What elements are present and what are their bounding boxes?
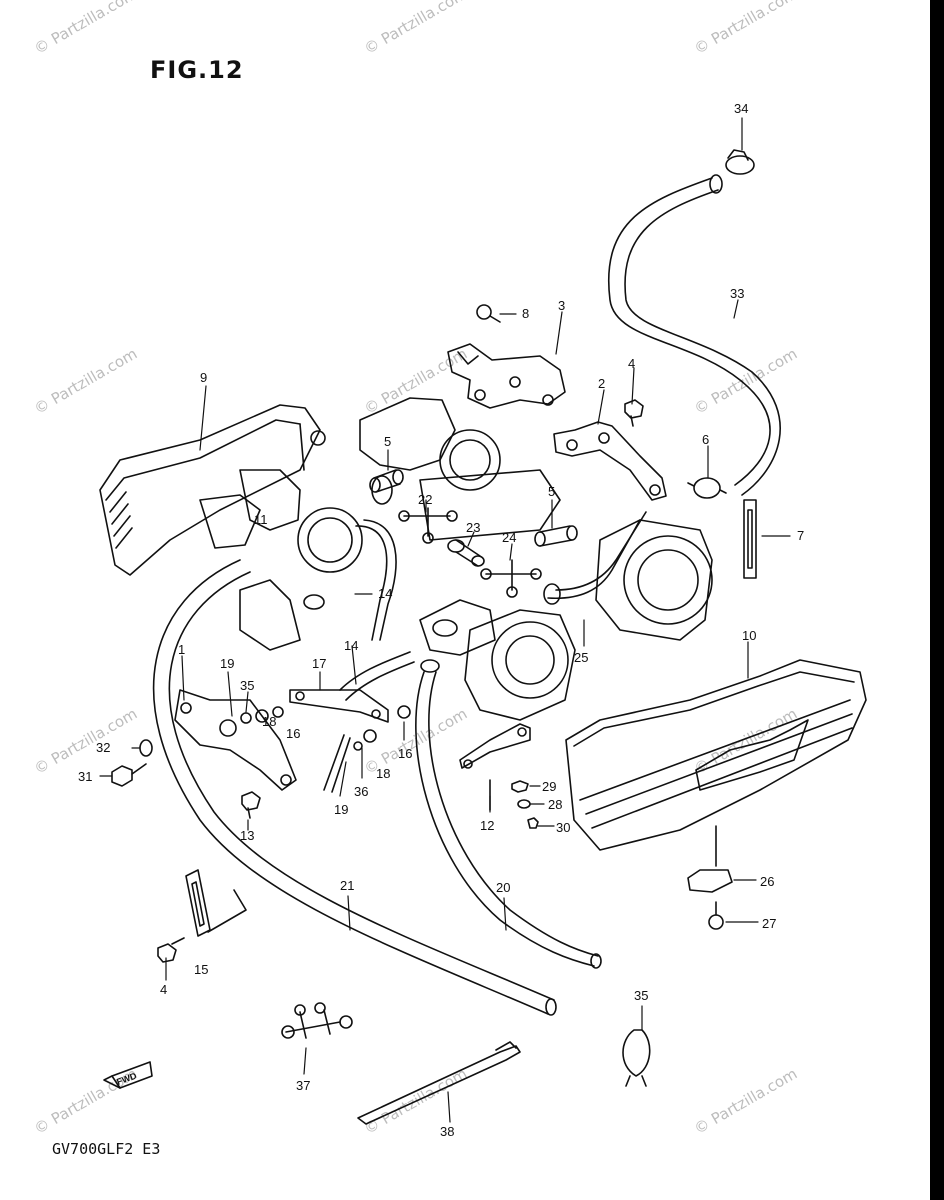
callout-26: 26: [760, 874, 774, 889]
callout-21: 21: [340, 878, 354, 893]
callout-7: 7: [797, 528, 804, 543]
air-cleaner-housing-right: [543, 511, 713, 641]
callout-12: 12: [480, 818, 494, 833]
callout-labels: 34 33 8 3 2 4 6 7 9 10 11 5 5 22 23 24 2…: [78, 101, 804, 1139]
callout-25: 25: [574, 650, 588, 665]
callout-14-upper: 14: [378, 586, 392, 601]
tee-24: [480, 559, 542, 598]
figure-title: FIG.12: [150, 56, 244, 84]
leader-lines: [99, 117, 791, 1123]
strap-7: [743, 499, 757, 579]
callout-31: 31: [78, 769, 92, 784]
callout-35-bottom: 35: [634, 988, 648, 1003]
hose-33: [607, 174, 781, 496]
callout-6: 6: [702, 432, 709, 447]
bracket-2: [553, 421, 667, 501]
callout-3: 3: [558, 298, 565, 313]
bolt-13: [241, 791, 261, 819]
callout-4-top: 4: [628, 356, 635, 371]
hose-5-right: [534, 525, 578, 547]
callout-17: 17: [312, 656, 326, 671]
cable-tie-38: [357, 1041, 521, 1125]
clamp-34: [725, 149, 755, 175]
air-box-front: [419, 599, 576, 721]
hose-21: [152, 559, 557, 1016]
strap-15: [185, 869, 247, 937]
screw-27: [708, 901, 724, 930]
tee-22: [398, 507, 458, 544]
callout-29: 29: [542, 779, 556, 794]
callout-1: 1: [178, 642, 185, 657]
clip-26: [687, 825, 733, 893]
air-cleaner-cover-9: [99, 404, 326, 576]
fwd-arrow: [103, 1061, 153, 1089]
callout-20: 20: [496, 880, 510, 895]
hose-5-left: [369, 469, 404, 493]
callout-23: 23: [466, 520, 480, 535]
callout-8: 8: [522, 306, 529, 321]
callout-11: 11: [254, 512, 268, 527]
callout-37: 37: [296, 1078, 310, 1093]
callout-28: 28: [548, 797, 562, 812]
bracket-17: [289, 689, 389, 723]
callout-2: 2: [598, 376, 605, 391]
callout-18-right: 18: [376, 766, 390, 781]
callout-36: 36: [354, 784, 368, 799]
callout-22: 22: [418, 492, 432, 507]
page-border-right: [930, 0, 944, 1200]
callout-16-left: 16: [286, 726, 300, 741]
callout-14-lower: 14: [344, 638, 358, 653]
callout-19-bottom: 19: [334, 802, 348, 817]
callout-30: 30: [556, 820, 570, 835]
callout-33: 33: [730, 286, 744, 301]
callout-35-top: 35: [240, 678, 254, 693]
carburetor-11: [199, 469, 397, 651]
bracket-12: [459, 723, 531, 811]
callout-5-left: 5: [384, 434, 391, 449]
callout-10: 10: [742, 628, 756, 643]
air-box-rear: [359, 397, 561, 541]
bolt-4-top: [624, 399, 644, 427]
callout-32: 32: [96, 740, 110, 755]
callout-13: 13: [240, 828, 254, 843]
bolt-4-bottom: [157, 937, 185, 963]
bracket-1: [174, 689, 297, 791]
hose-14: [339, 651, 415, 701]
clamp-6: [687, 477, 727, 499]
air-cleaner-cover-10: [565, 659, 867, 851]
model-code: GV700GLF2 E3: [52, 1140, 161, 1158]
callout-24: 24: [502, 530, 516, 545]
callout-16-right: 16: [398, 746, 412, 761]
callout-34: 34: [734, 101, 748, 116]
rod-19: [323, 734, 351, 793]
callout-4-bottom: 4: [160, 982, 167, 997]
bolt-31: [111, 763, 147, 787]
callout-19-top: 19: [220, 656, 234, 671]
washers-left: [240, 705, 411, 751]
callout-18-left: 18: [262, 714, 276, 729]
bracket-3: [447, 343, 566, 409]
clamp-35: [622, 1029, 651, 1087]
callout-5-right: 5: [548, 484, 555, 499]
callout-15: 15: [194, 962, 208, 977]
callout-38: 38: [440, 1124, 454, 1139]
callout-9: 9: [200, 370, 207, 385]
bolt-8: [476, 304, 501, 323]
hose-20: [415, 659, 602, 969]
hose-23: [447, 539, 485, 567]
tee-37: [281, 1002, 353, 1039]
nut-32: [139, 739, 153, 757]
callout-27: 27: [762, 916, 776, 931]
